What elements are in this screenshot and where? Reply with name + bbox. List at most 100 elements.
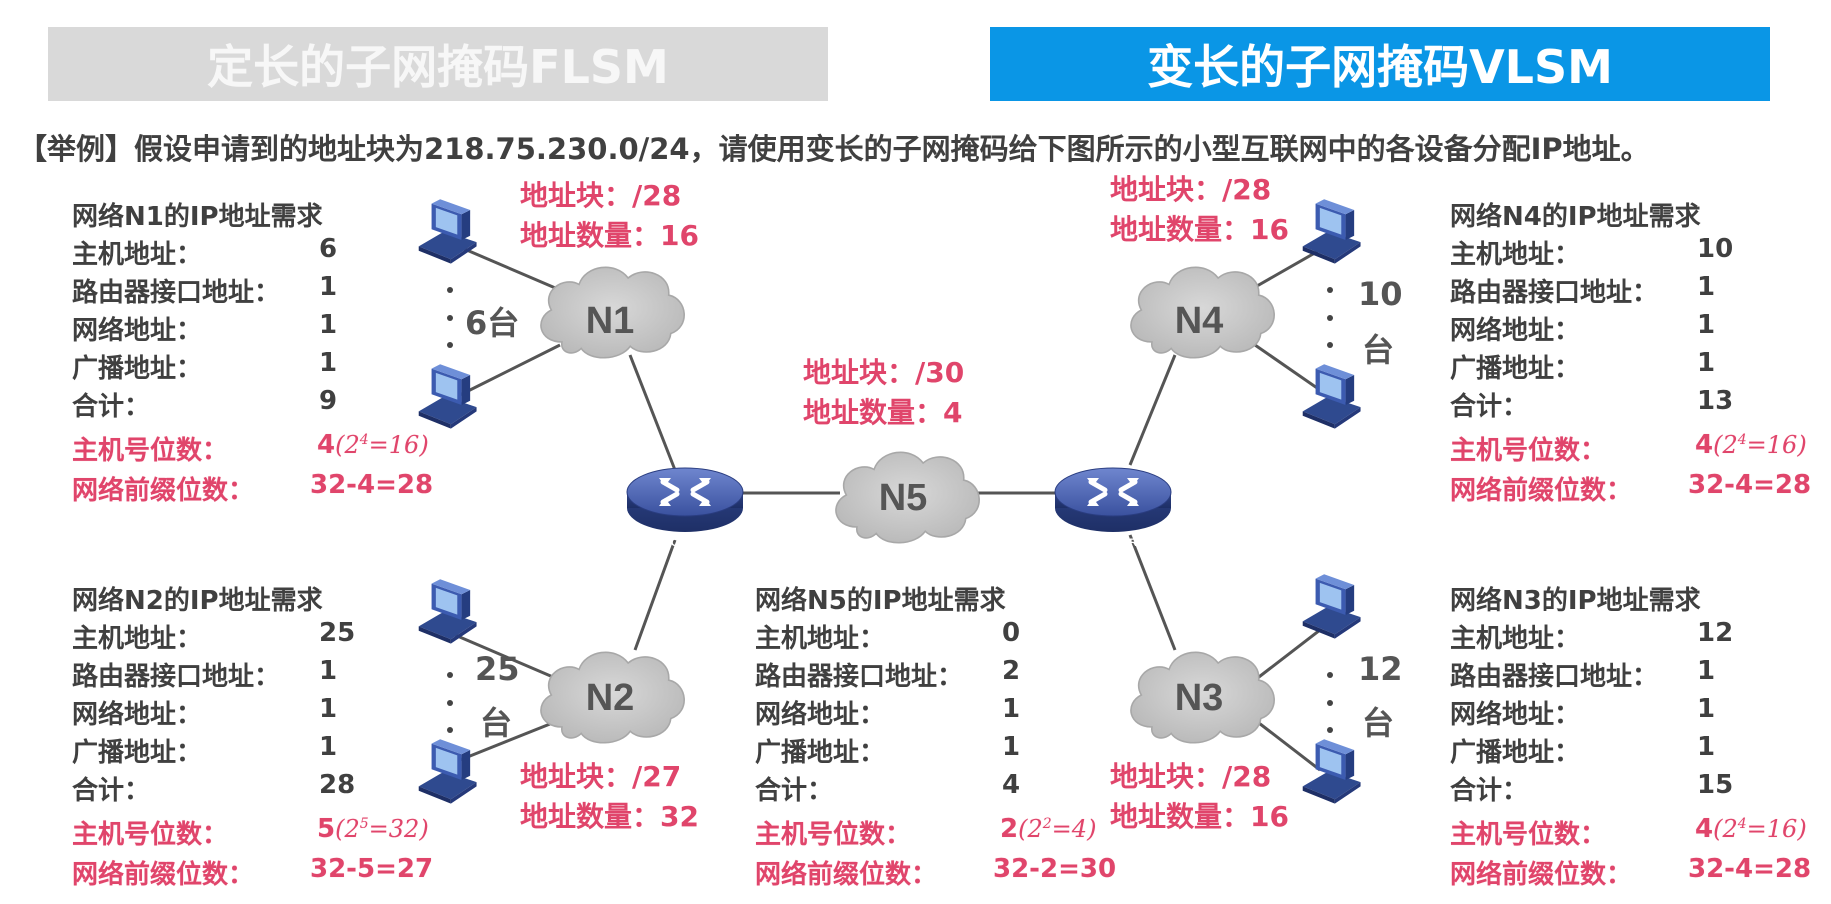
router-left-icon <box>627 468 743 532</box>
formula: (22=4) <box>1018 815 1097 843</box>
host-count-n3-unit: 台 <box>1362 704 1395 742</box>
requirements-n4-title: 网络N4的IP地址需求 <box>1450 202 1701 232</box>
value-broadcast: 1 <box>1697 732 1716 762</box>
tab-vlsm[interactable]: 变长的子网掩码VLSM <box>990 27 1770 101</box>
link-router-left-n2 <box>633 539 677 651</box>
value-host-bits: 4 <box>317 430 336 460</box>
router-left-label: ROUTER <box>663 537 710 549</box>
label-broadcast: 广播地址： <box>72 354 203 384</box>
requirements-n2-title: 网络N2的IP地址需求 <box>72 586 323 616</box>
host-count-n2-number: 25 <box>475 650 520 688</box>
tab-flsm[interactable]: 定长的子网掩码FLSM <box>48 27 828 101</box>
value-prefix-bits: 32-5=27 <box>310 854 434 884</box>
label-host: 主机地址： <box>72 624 203 654</box>
host-count-n4-number: 10 <box>1358 275 1403 313</box>
address-block-n2-count: 地址数量：32 <box>520 800 699 833</box>
formula: (24=16) <box>335 431 429 459</box>
host-count-n1: 6台 <box>465 304 520 342</box>
pc-icon-n1-top <box>418 199 477 264</box>
value-host-bits: 4 <box>1695 814 1714 844</box>
label-total: 合计： <box>72 392 151 422</box>
link-n1-pc-bottom <box>459 343 561 397</box>
requirements-n3-title: 网络N3的IP地址需求 <box>1450 586 1701 616</box>
value-total: 13 <box>1697 386 1734 416</box>
value-prefix-bits: 32-4=28 <box>1688 470 1812 500</box>
value-broadcast: 1 <box>1697 348 1716 378</box>
pc-icon-n2-top <box>418 579 477 644</box>
label-host-bits: 主机号位数： <box>72 820 229 850</box>
ellipsis-dots <box>447 287 1333 733</box>
label-prefix-bits: 网络前缀位数： <box>1450 476 1633 506</box>
address-block-n5-prefix: 地址块：/30 <box>803 356 965 389</box>
label-total: 合计： <box>72 776 151 806</box>
label-host-bits: 主机号位数： <box>72 436 229 466</box>
links <box>454 243 1321 772</box>
label-prefix-bits: 网络前缀位数： <box>72 860 255 890</box>
value-network: 1 <box>1697 310 1716 340</box>
value-prefix-bits: 32-4=28 <box>310 470 434 500</box>
value-broadcast: 1 <box>1002 732 1021 762</box>
label-prefix-bits: 网络前缀位数： <box>755 860 938 890</box>
address-block-n4-count: 地址数量：16 <box>1110 213 1289 246</box>
pc-icon-n4-bottom <box>1302 364 1361 429</box>
link-router-right-n4 <box>1128 354 1177 466</box>
value-total: 15 <box>1697 770 1734 800</box>
label-broadcast: 广播地址： <box>72 738 203 768</box>
host-count-n3-number: 12 <box>1358 650 1403 688</box>
value-host-bits: 2 <box>1000 814 1019 844</box>
host-count-n4-unit: 台 <box>1362 331 1395 369</box>
requirements-n5-title: 网络N5的IP地址需求 <box>755 586 1006 616</box>
value-host: 25 <box>319 618 356 648</box>
label-host-bits: 主机号位数： <box>1450 436 1607 466</box>
link-n2-pc-top <box>454 633 561 682</box>
value-total: 28 <box>319 770 356 800</box>
value-prefix-bits: 32-4=28 <box>1688 854 1812 884</box>
value-total: 4 <box>1002 770 1021 800</box>
label-router: 路由器接口地址： <box>72 662 281 692</box>
address-block-n3-count: 地址数量：16 <box>1110 800 1289 833</box>
network-label-n5: N5 <box>879 477 928 519</box>
example-text: 【举例】假设申请到的地址块为218.75.230.0/24，请使用变长的子网掩码… <box>18 132 1650 166</box>
label-broadcast: 广播地址： <box>1450 738 1581 768</box>
value-host: 12 <box>1697 618 1734 648</box>
link-n1-router-left <box>628 354 677 471</box>
link-n3-pc-bottom <box>1254 718 1321 772</box>
label-router: 路由器接口地址： <box>755 662 964 692</box>
label-network: 网络地址： <box>72 700 203 730</box>
value-router: 1 <box>319 272 338 302</box>
link-n4-pc-bottom <box>1254 343 1321 392</box>
label-broadcast: 广播地址： <box>755 738 886 768</box>
address-block-n4-prefix: 地址块：/28 <box>1110 173 1272 206</box>
label-network: 网络地址： <box>1450 316 1581 346</box>
router-right-icon <box>1055 468 1171 532</box>
value-router: 1 <box>319 656 338 686</box>
address-block-n4: 地址块：/28 地址数量：16 <box>1110 170 1289 250</box>
label-prefix-bits: 网络前缀位数： <box>1450 860 1633 890</box>
pc-icon-n2-bottom <box>418 739 477 804</box>
formula: (24=16) <box>1713 431 1807 459</box>
address-block-n1: 地址块：/28 地址数量：16 <box>520 176 699 256</box>
value-network: 1 <box>319 694 338 724</box>
router-right-label: ROUTER <box>1091 537 1138 549</box>
label-network: 网络地址： <box>755 700 886 730</box>
value-network: 1 <box>319 310 338 340</box>
pc-icon-n1-bottom <box>418 364 477 429</box>
label-router: 路由器接口地址： <box>72 278 281 308</box>
value-host-bits: 4 <box>1695 430 1714 460</box>
network-label-n1: N1 <box>586 300 635 342</box>
value-network: 1 <box>1697 694 1716 724</box>
value-router: 2 <box>1002 656 1021 686</box>
address-block-n1-count: 地址数量：16 <box>520 219 699 252</box>
label-broadcast: 广播地址： <box>1450 354 1581 384</box>
value-router: 1 <box>1697 656 1716 686</box>
label-total: 合计： <box>755 776 834 806</box>
network-label-n2: N2 <box>586 677 635 719</box>
address-block-n3-prefix: 地址块：/28 <box>1110 760 1272 793</box>
label-total: 合计： <box>1450 776 1529 806</box>
pc-icon-n3-top <box>1302 574 1361 639</box>
requirements-n1-title: 网络N1的IP地址需求 <box>72 202 323 232</box>
value-host: 0 <box>1002 618 1021 648</box>
value-total: 9 <box>319 386 338 416</box>
value-broadcast: 1 <box>319 732 338 762</box>
